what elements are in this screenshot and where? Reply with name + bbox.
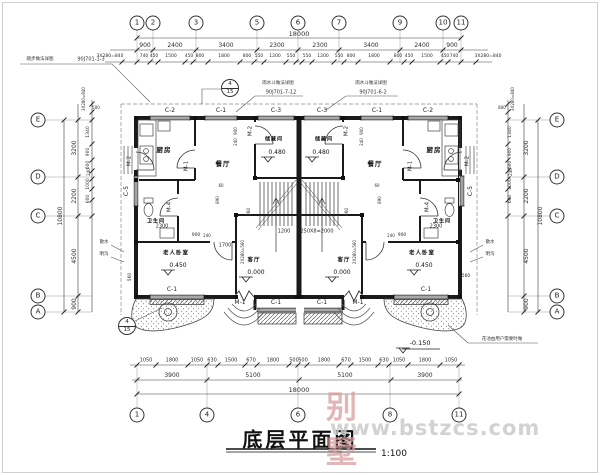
window-symbols bbox=[133, 115, 465, 313]
dimension-ticks bbox=[61, 35, 541, 397]
axis-bubble-1: 1 bbox=[129, 15, 145, 31]
axis-bubble-C: C bbox=[549, 208, 565, 224]
axis-bubble-3: 3 bbox=[188, 15, 204, 31]
axis-bubble-B: B bbox=[549, 288, 565, 304]
axis-bubble-5: 5 bbox=[249, 15, 265, 31]
axis-bubble-11: 11 bbox=[453, 15, 469, 31]
detail-number: 4 bbox=[119, 318, 135, 327]
axis-bubble-D: D bbox=[30, 169, 46, 185]
eave-dashed-line bbox=[120, 103, 478, 315]
flower-beds bbox=[131, 298, 467, 332]
bathroom-fixtures bbox=[143, 197, 455, 239]
leader-lines bbox=[20, 63, 538, 344]
party-wall bbox=[296, 118, 302, 297]
axis-bubble-D: D bbox=[549, 169, 565, 185]
elevation-markers bbox=[161, 156, 440, 354]
axis-bubble-A: A bbox=[549, 304, 565, 320]
axis-bubble-A: A bbox=[30, 304, 46, 320]
axis-bubble-8: 8 bbox=[382, 407, 398, 423]
axis-leader-lines bbox=[45, 30, 550, 408]
axis-bubble-10: 10 bbox=[435, 15, 451, 31]
axis-bubble-7: 7 bbox=[331, 15, 347, 31]
exterior-walls bbox=[134, 116, 462, 310]
columns bbox=[134, 116, 462, 299]
axis-bubble-11: 11 bbox=[451, 407, 467, 423]
axis-bubble-C: C bbox=[30, 208, 46, 224]
axis-bubble-4: 4 bbox=[199, 407, 215, 423]
stairs bbox=[255, 179, 343, 252]
axis-bubble-6: 6 bbox=[290, 407, 306, 423]
axis-bubble-1: 1 bbox=[129, 407, 145, 423]
axis-bubble-E: E bbox=[30, 112, 46, 128]
detail-number: 4 bbox=[222, 80, 238, 89]
axis-bubble-6: 6 bbox=[290, 15, 306, 31]
entry-step-arcs bbox=[123, 146, 475, 326]
axis-bubble-B: B bbox=[30, 288, 46, 304]
title-underline bbox=[226, 448, 376, 453]
door-symbols bbox=[135, 125, 463, 303]
axis-bubble-2: 2 bbox=[145, 15, 161, 31]
dimension-chain-lines bbox=[63, 37, 539, 395]
drawing-title: 底层平面图 bbox=[242, 429, 358, 452]
kitchen-counter bbox=[137, 119, 461, 177]
detail-sheet-number: 15 bbox=[226, 89, 234, 95]
drawing-scale: 1:100 bbox=[381, 449, 407, 459]
axis-bubble-9: 9 bbox=[392, 15, 408, 31]
detail-sheet-number: 15 bbox=[123, 327, 131, 333]
axis-bubble-E: E bbox=[549, 112, 565, 128]
